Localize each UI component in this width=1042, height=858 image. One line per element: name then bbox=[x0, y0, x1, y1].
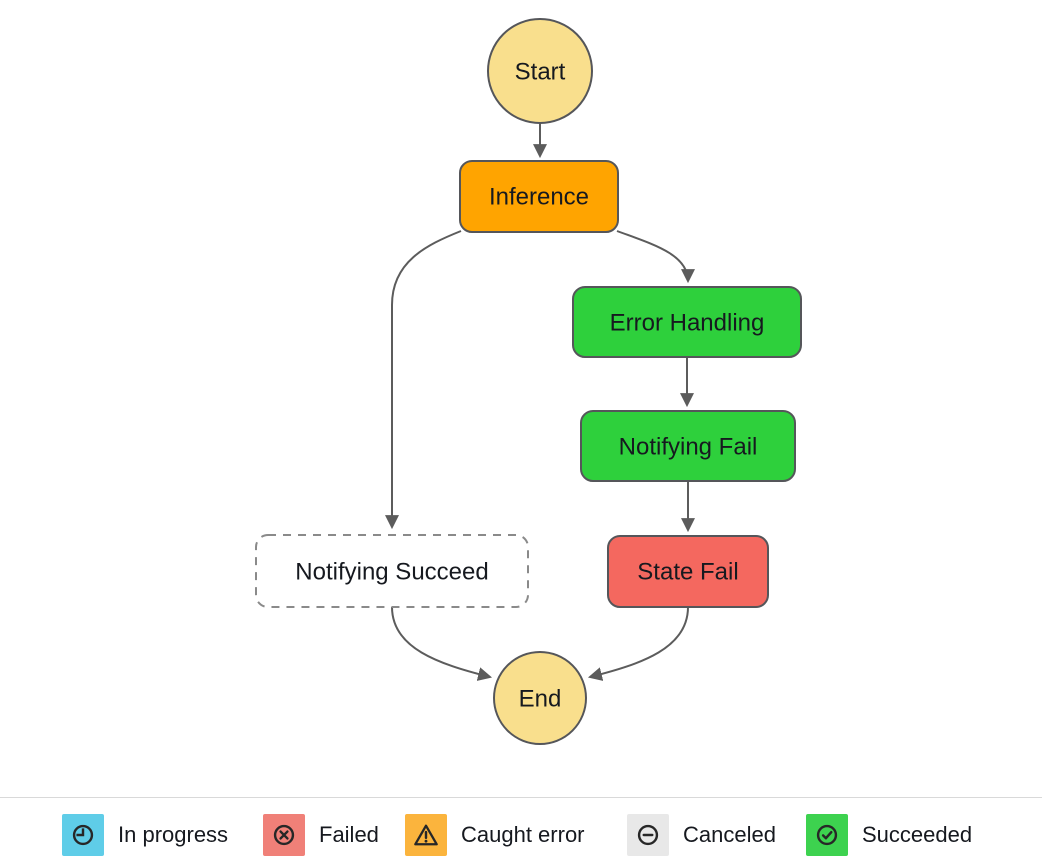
edge-notifying-succeed-end bbox=[391, 606, 493, 681]
inference-label: Inference bbox=[489, 183, 589, 210]
edge-inference-notifying-succeed bbox=[385, 230, 462, 530]
legend-item-in-progress: In progress bbox=[62, 814, 228, 856]
start-label: Start bbox=[515, 58, 566, 85]
node-notifying-fail[interactable]: Notifying Fail bbox=[580, 410, 796, 482]
inference-box[interactable] bbox=[459, 160, 619, 233]
notifying-succeed-box[interactable] bbox=[255, 534, 529, 608]
legend-divider bbox=[0, 797, 1042, 798]
end-circle[interactable] bbox=[493, 651, 587, 745]
warning-triangle-icon bbox=[405, 814, 447, 856]
state-fail-label: State Fail bbox=[637, 558, 738, 585]
notifying-fail-label: Notifying Fail bbox=[619, 433, 758, 460]
node-error-handling[interactable]: Error Handling bbox=[572, 286, 802, 358]
legend-label-succeeded: Succeeded bbox=[862, 822, 973, 847]
legend-label-failed: Failed bbox=[319, 822, 379, 847]
legend-label-in-progress: In progress bbox=[118, 822, 229, 847]
end-label: End bbox=[519, 685, 562, 712]
notifying-fail-box[interactable] bbox=[580, 410, 796, 482]
circle-minus-icon bbox=[627, 814, 669, 856]
node-start[interactable]: Start bbox=[487, 18, 593, 124]
state-machine-diagram: Start Inference Error Handling Notifying… bbox=[255, 18, 802, 745]
error-handling-box[interactable] bbox=[572, 286, 802, 358]
circle-x-icon bbox=[263, 814, 305, 856]
legend-item-succeeded: Succeeded bbox=[806, 814, 972, 856]
node-end[interactable]: End bbox=[493, 651, 587, 745]
legend-item-failed: Failed bbox=[263, 814, 379, 856]
start-circle[interactable] bbox=[487, 18, 593, 124]
clock-icon bbox=[62, 814, 104, 856]
legend-item-caught-error: Caught error bbox=[405, 814, 585, 856]
node-inference[interactable]: Inference bbox=[459, 160, 619, 233]
node-state-fail[interactable]: State Fail bbox=[607, 535, 769, 608]
edge-inference-error-handling bbox=[616, 230, 695, 284]
node-notifying-succeed[interactable]: Notifying Succeed bbox=[255, 534, 529, 608]
legend-label-caught-error: Caught error bbox=[461, 822, 585, 847]
legend-label-canceled: Canceled bbox=[683, 822, 776, 847]
notifying-succeed-label: Notifying Succeed bbox=[295, 558, 488, 585]
circle-check-icon bbox=[806, 814, 848, 856]
edge-state-fail-end bbox=[587, 606, 689, 681]
state-fail-box[interactable] bbox=[607, 535, 769, 608]
error-handling-label: Error Handling bbox=[610, 309, 765, 336]
legend-item-canceled: Canceled bbox=[627, 814, 776, 856]
